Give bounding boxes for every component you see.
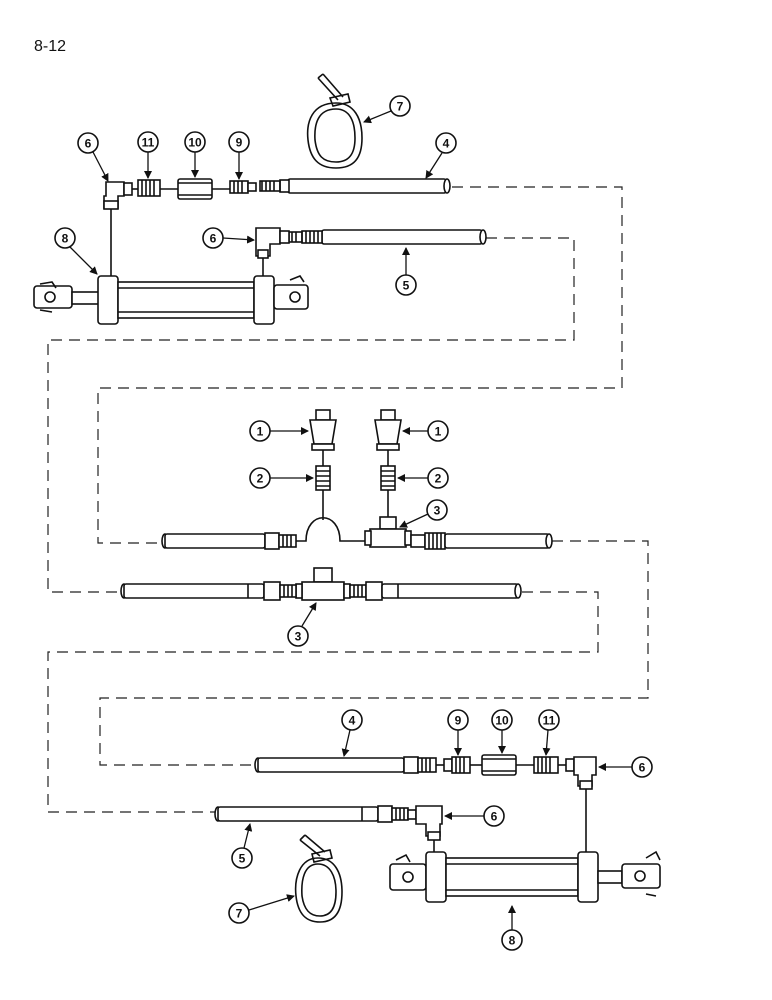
callout-6-bottom-right: 6	[598, 756, 653, 778]
callout-11-bottom: 11	[538, 709, 560, 756]
callout-4-top: 4	[425, 132, 457, 179]
elbow-6-bottom-right	[565, 756, 597, 790]
callout-6-bottom-left: 6	[444, 805, 505, 827]
svg-text:2: 2	[435, 472, 442, 486]
tee-fitting-upper	[364, 516, 412, 548]
callout-4-bottom: 4	[341, 709, 363, 757]
hose-5-top	[288, 229, 487, 245]
elbow-6-bottom-left	[407, 805, 443, 841]
hydraulic-cylinder-top	[33, 275, 309, 325]
callout-10-top: 10	[184, 131, 206, 178]
hose-5-bottom	[214, 805, 409, 823]
callout-2-left: 2	[249, 467, 314, 489]
hose-routing-lines	[47, 186, 649, 813]
svg-text:3: 3	[295, 630, 302, 644]
adapter-9-top	[229, 180, 257, 194]
callout-8-top: 8	[54, 227, 98, 275]
svg-text:11: 11	[543, 714, 556, 728]
coupler-10-bottom	[481, 754, 517, 776]
hose-mid-lower-right	[349, 581, 522, 601]
hose-mid-upper-right	[410, 532, 553, 550]
callout-1-left: 1	[249, 420, 309, 442]
callout-6-top-left: 6	[77, 132, 109, 182]
svg-text:5: 5	[239, 852, 246, 866]
svg-text:6: 6	[491, 810, 498, 824]
hose-clamp-top	[306, 73, 363, 169]
callout-3-upper: 3	[399, 499, 448, 528]
svg-text:10: 10	[495, 714, 509, 728]
svg-text:4: 4	[443, 137, 450, 151]
callout-2-right: 2	[397, 467, 449, 489]
quick-coupler-1-left	[309, 409, 337, 451]
svg-text:9: 9	[236, 136, 243, 150]
svg-text:4: 4	[349, 714, 356, 728]
adapter-2-left	[315, 465, 331, 491]
hydraulic-cylinder-bottom	[389, 850, 661, 903]
svg-text:7: 7	[236, 907, 243, 921]
svg-text:10: 10	[188, 136, 202, 150]
callout-6-top-right: 6	[202, 227, 255, 249]
svg-text:2: 2	[257, 472, 264, 486]
adapter-2-right	[380, 465, 396, 491]
page-number: 8-12	[34, 38, 67, 55]
coupler-10-top	[177, 178, 213, 200]
svg-text:1: 1	[435, 425, 442, 439]
svg-text:9: 9	[455, 714, 462, 728]
svg-text:7: 7	[397, 100, 404, 114]
adapter-11-top	[137, 179, 161, 197]
svg-text:1: 1	[257, 425, 264, 439]
callout-9-top: 9	[228, 131, 250, 180]
svg-text:6: 6	[85, 137, 92, 151]
svg-text:8: 8	[509, 934, 516, 948]
tee-fitting-lower	[295, 567, 351, 601]
callout-5-top: 5	[395, 247, 417, 296]
quick-coupler-1-right	[374, 409, 402, 451]
callout-8-bottom: 8	[501, 905, 523, 951]
callout-5-bottom: 5	[231, 823, 253, 869]
hose-clamp-bottom	[294, 834, 343, 923]
callout-7-top: 7	[363, 95, 411, 124]
hose-crossover	[296, 516, 365, 542]
svg-text:8: 8	[62, 232, 69, 246]
svg-text:6: 6	[210, 232, 217, 246]
elbow-6-top-right	[255, 227, 290, 259]
callout-9-bottom: 9	[447, 709, 469, 756]
svg-text:11: 11	[142, 136, 155, 150]
adapter-11-bottom	[533, 756, 559, 774]
adapter-9-bottom	[443, 756, 471, 774]
svg-text:6: 6	[639, 761, 646, 775]
callout-3-lower: 3	[287, 602, 317, 647]
svg-text:3: 3	[434, 504, 441, 518]
callout-1-right: 1	[402, 420, 449, 442]
callout-7-bottom: 7	[228, 894, 295, 924]
svg-text:5: 5	[403, 279, 410, 293]
hose-4-top	[259, 178, 451, 194]
callout-11-top: 11	[137, 131, 159, 179]
hose-4-bottom	[254, 756, 437, 774]
callout-10-bottom: 10	[491, 709, 513, 754]
hose-mid-lower-left	[120, 581, 297, 601]
elbow-6-top-left	[103, 181, 133, 210]
hose-mid-upper-left	[161, 532, 297, 550]
